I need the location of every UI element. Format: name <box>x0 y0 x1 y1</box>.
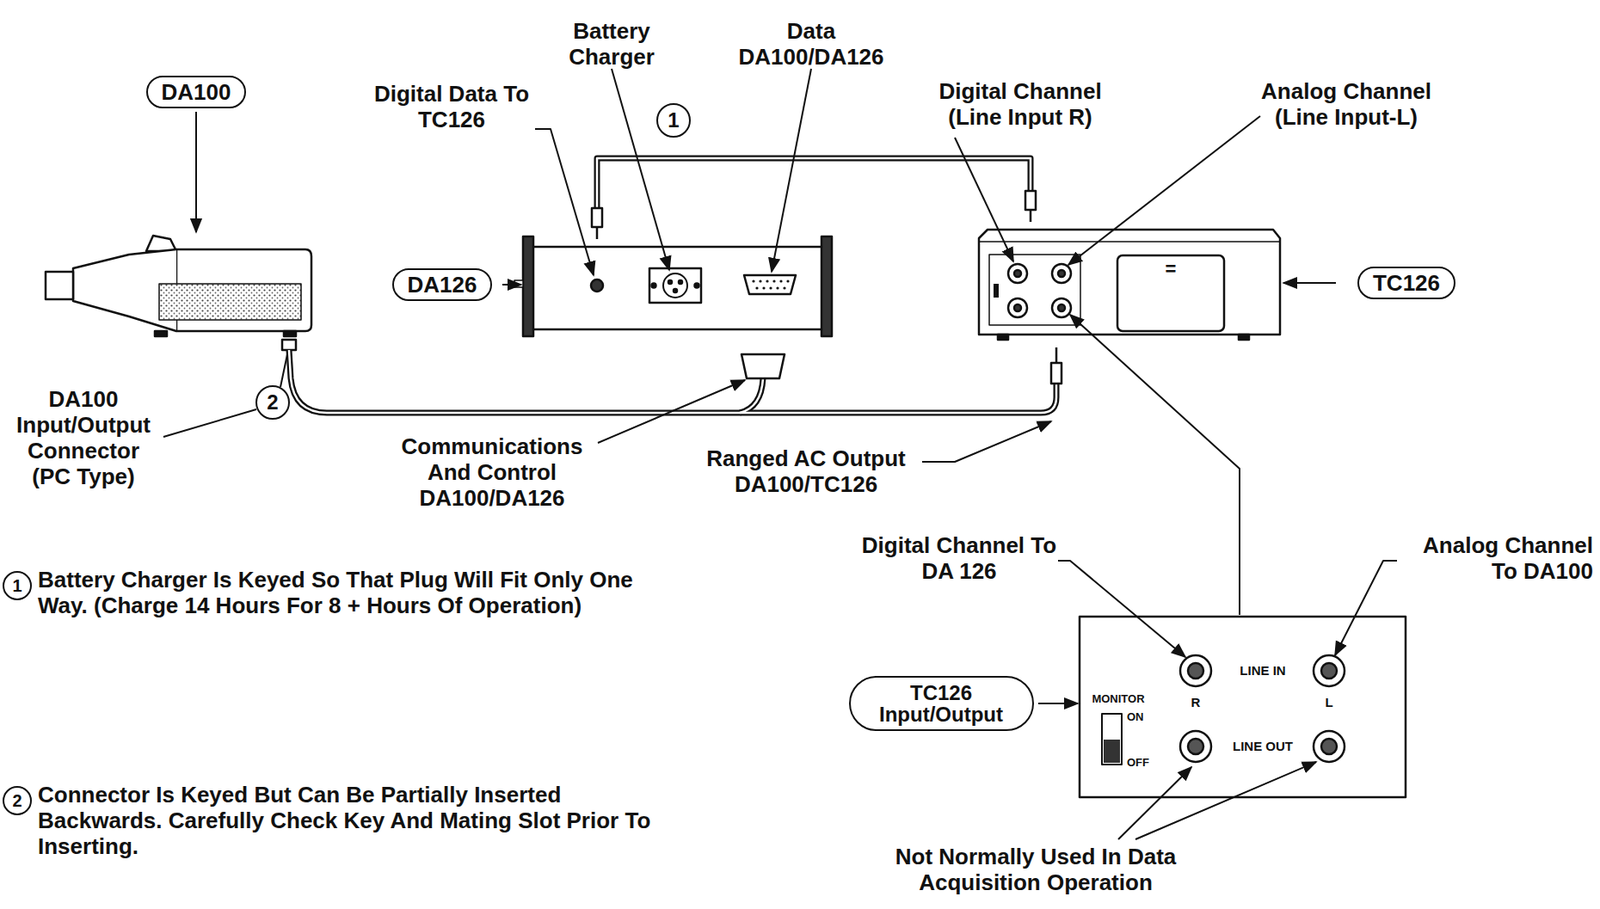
jack-label: R <box>1182 695 1209 710</box>
cable-label: Communications And Control DA100/DA126 <box>388 434 596 512</box>
callout-number: 1 <box>656 103 691 138</box>
note-text: Not Normally Used In Data Acquisition Op… <box>850 844 1221 897</box>
device-tag: DA100 <box>146 75 247 110</box>
switch-label: OFF <box>1126 756 1162 770</box>
switch-label: MONITOR <box>1079 693 1157 707</box>
node-text: 1 <box>12 576 22 597</box>
display-mark: = <box>1153 258 1188 280</box>
da126-device <box>514 236 832 337</box>
tc126-io-panel <box>1079 616 1406 798</box>
device-tag: DA126 <box>392 268 493 302</box>
leader-lines <box>163 68 1397 840</box>
note-text: Battery Charger Is Keyed So That Plug Wi… <box>37 567 640 620</box>
comm-cable <box>289 347 1062 413</box>
channel-label: Analog Channel To DA100 <box>1399 533 1594 585</box>
panel-tag: TC126 Input/Output <box>849 676 1034 732</box>
cable-label: Ranged AC Output DA100/TC126 <box>694 446 918 499</box>
switch-label: ON <box>1126 711 1162 725</box>
part-label: DA100 Input/Output Connector (PC Type) <box>6 387 161 491</box>
node-text: 2 <box>12 791 22 812</box>
da100-device <box>45 235 312 351</box>
channel-label: Digital Channel To DA 126 <box>858 533 1061 585</box>
jack-label: LINE IN <box>1215 663 1311 678</box>
jack-label: L <box>1316 695 1342 710</box>
node-text: 1 <box>667 108 679 133</box>
device-tag: TC126 <box>1357 266 1456 301</box>
digital-cable <box>591 158 1036 240</box>
node-text: DA100 <box>161 80 232 105</box>
node-text: 2 <box>266 390 278 415</box>
callout-number: 2 <box>255 385 290 420</box>
tc126-jacks <box>1008 264 1071 318</box>
note-number: 2 <box>2 786 32 816</box>
node-text: TC126 Input/Output <box>861 682 1022 726</box>
note-number: 1 <box>2 571 32 601</box>
note-text: Connector Is Keyed But Can Be Partially … <box>37 782 658 861</box>
part-label: Digital Data To TC126 <box>369 81 534 134</box>
channel-label: Digital Channel (Line Input R) <box>912 79 1128 131</box>
part-label: Battery Charger <box>547 18 677 71</box>
node-text: TC126 <box>1372 270 1440 296</box>
node-text: DA126 <box>407 272 478 298</box>
channel-label: Analog Channel (Line Input-L) <box>1238 79 1454 131</box>
jack-label: LINE OUT <box>1215 738 1311 754</box>
tc126-device <box>978 229 1280 340</box>
part-label: Data DA100/DA126 <box>725 18 898 71</box>
